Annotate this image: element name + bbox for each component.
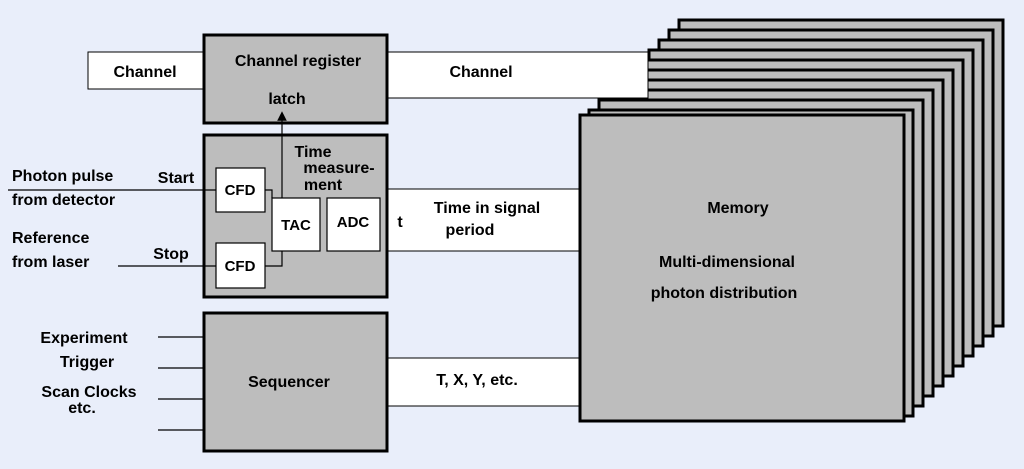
reference-label-line2: from laser [12,254,89,271]
channel-register-block [202,33,389,125]
cfd-start-label: CFD [225,182,256,199]
tac-box [271,197,321,252]
time-measurement-title-line3: ment [304,177,343,194]
time-measurement-title-line2: measure- [303,160,374,177]
etc-label: etc. [68,400,96,417]
photon-pulse-label-line1: Photon pulse [12,168,113,185]
adc-label: ADC [337,214,370,231]
channel-output-label: Channel [449,64,512,81]
sequencer-block [202,311,389,453]
time-measurement-title-line1: Time [294,144,331,161]
scan-clocks-label: Scan Clocks [41,384,136,401]
adc-box [326,197,381,252]
t-symbol-label: t [397,214,403,231]
channel-output-band [387,51,649,99]
start-label: Start [158,170,195,187]
photon-pulse-label-line2: from detector [12,192,115,209]
cfd-start-to-tac-wire [265,189,273,198]
trigger-label: Trigger [60,354,114,371]
sequencer-title: Sequencer [248,374,330,391]
memory-subtitle-line2: photon distribution [651,285,798,302]
cfd-stop-to-tac-wire [265,251,283,267]
channel-register-title: Channel register [235,53,361,70]
time-signal-label-line2: period [446,222,495,239]
stop-label: Stop [153,246,189,263]
channel-input-label: Channel [113,64,176,81]
time-output-band [387,188,581,252]
cfd-stop-label: CFD [225,258,256,275]
experiment-label: Experiment [40,330,128,347]
latch-label: latch [268,91,305,108]
sequencer-output-label: T, X, Y, etc. [436,372,518,389]
time-signal-label-line1: Time in signal [434,200,540,217]
sequencer-output-band [387,357,581,407]
tac-label: TAC [281,217,311,234]
memory-front-page [578,113,906,423]
memory-subtitle-line1: Multi-dimensional [659,254,795,271]
memory-title: Memory [707,200,768,217]
reference-label-line1: Reference [12,230,89,247]
